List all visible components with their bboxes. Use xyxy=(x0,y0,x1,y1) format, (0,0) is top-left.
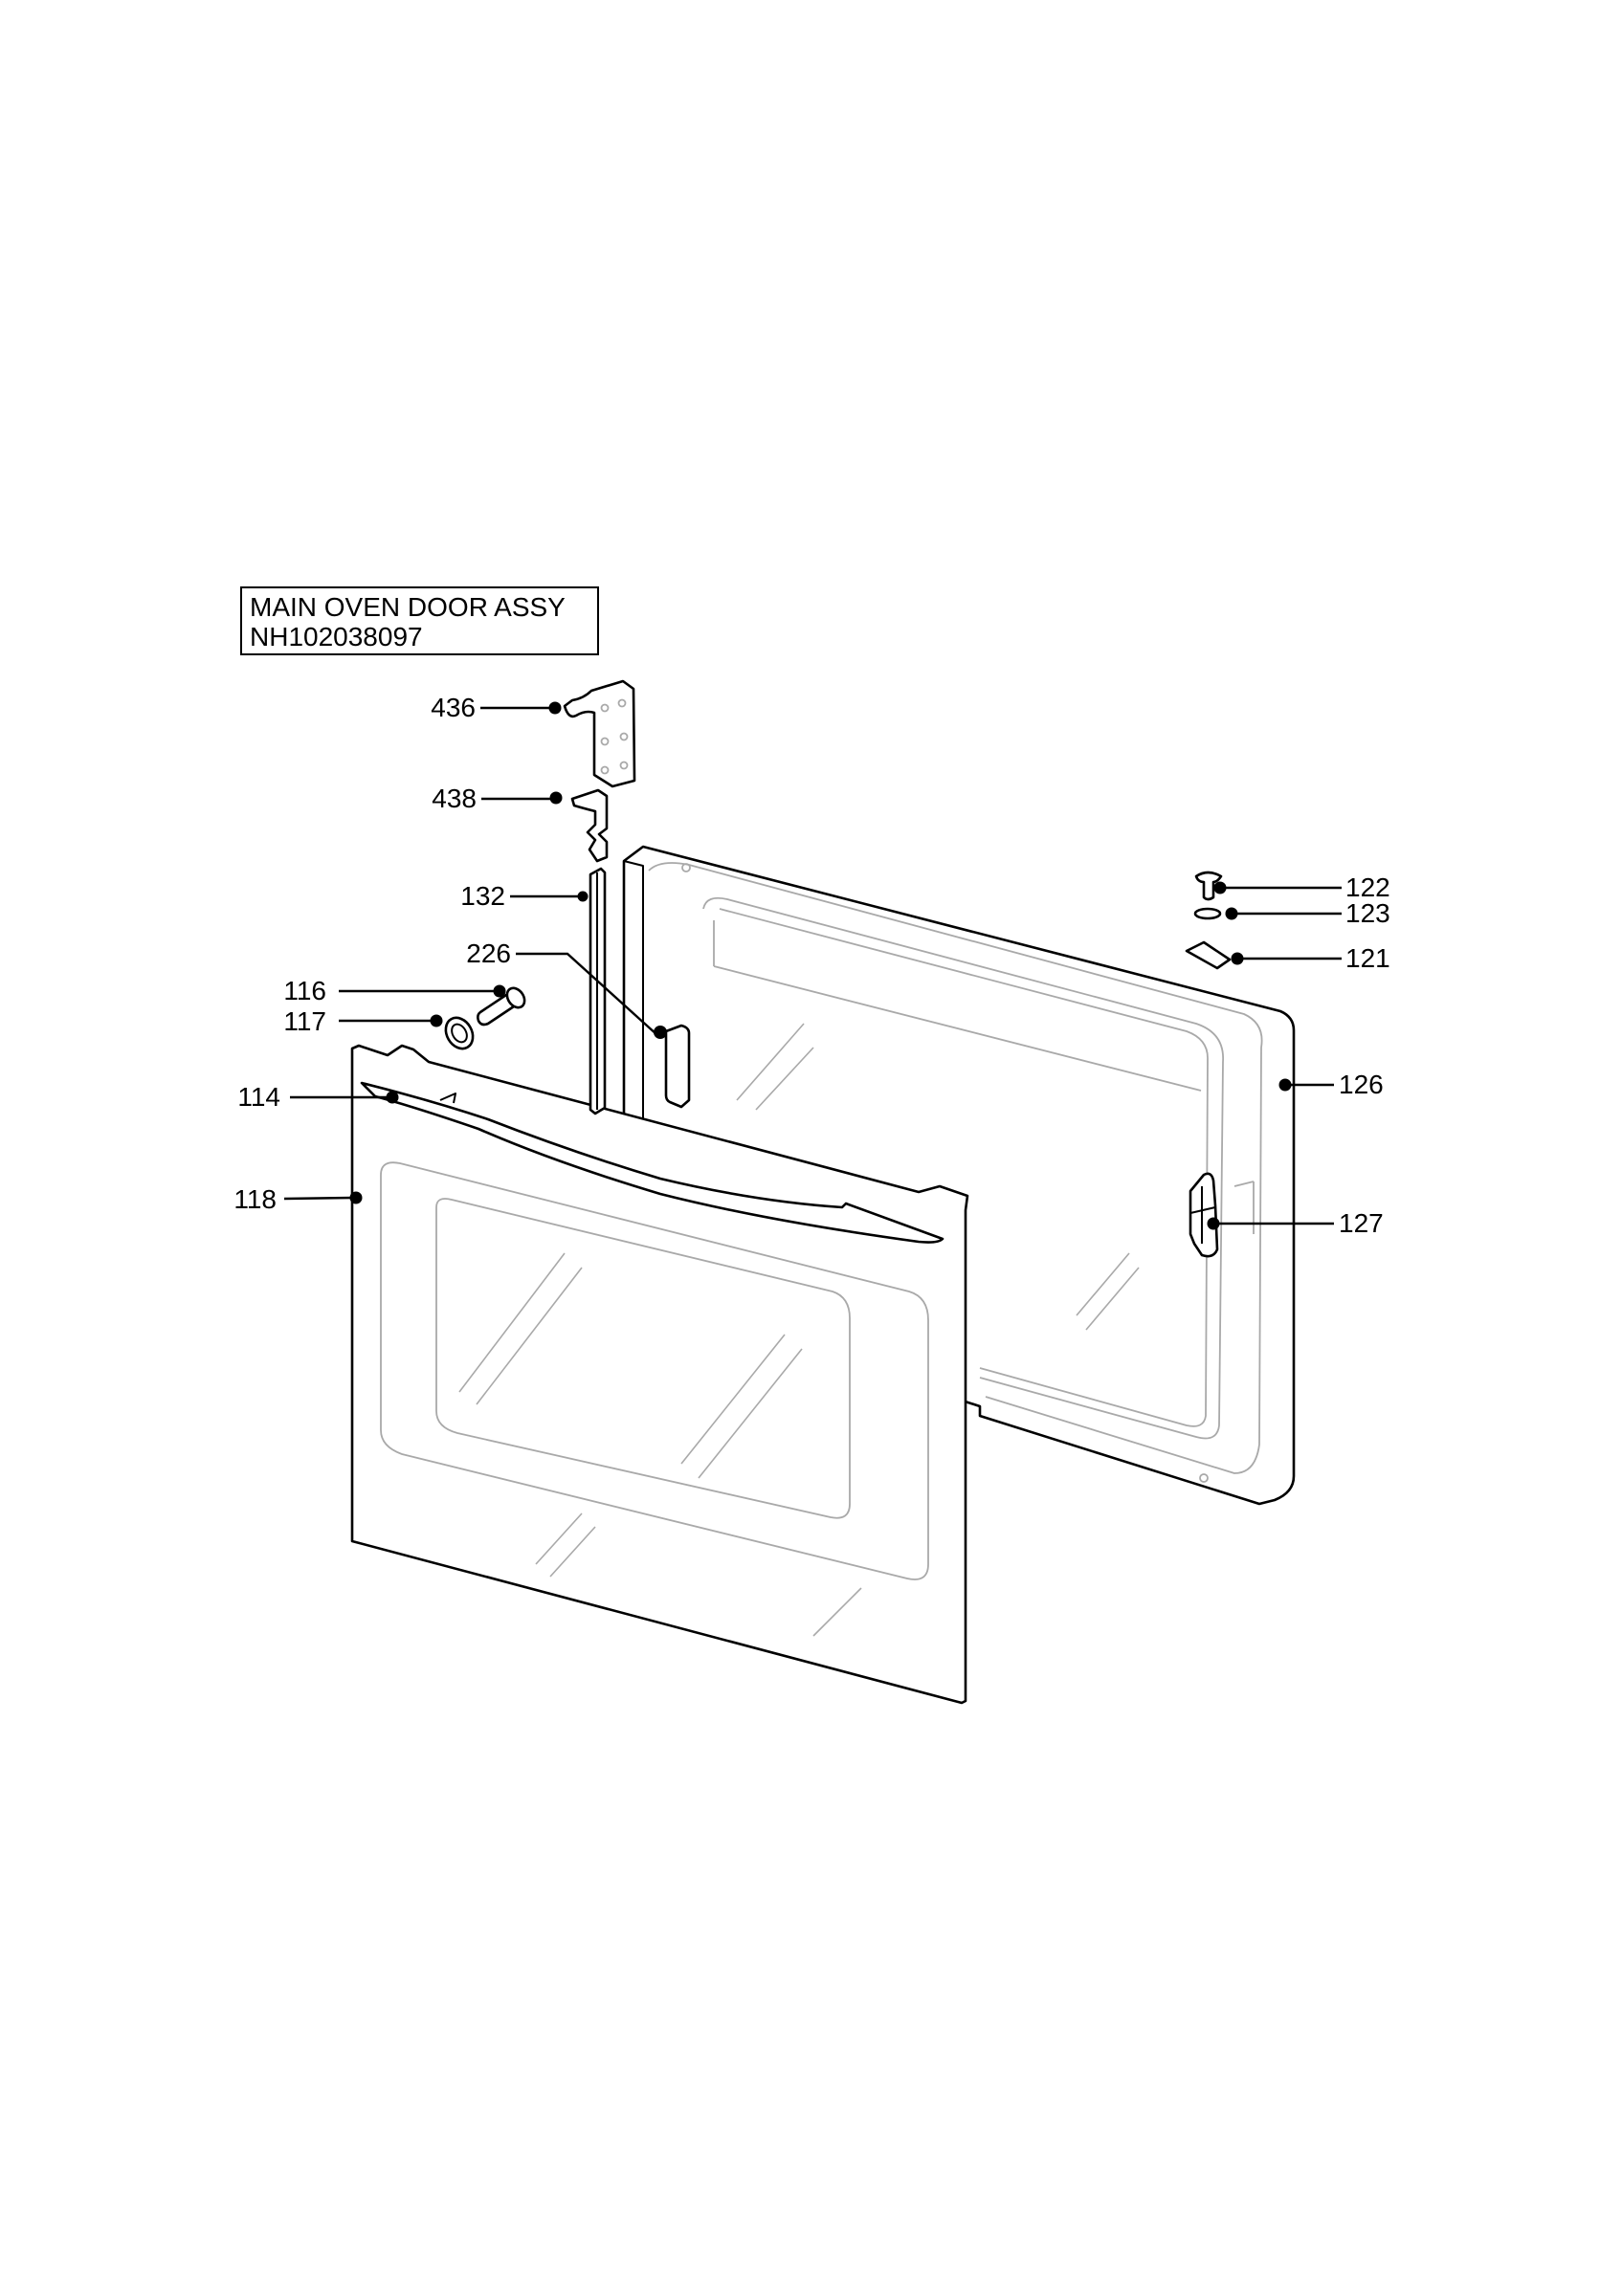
hinge-upper xyxy=(563,679,636,788)
callout-436: 436 xyxy=(431,693,476,722)
callout-121: 121 xyxy=(1345,943,1390,973)
callout-116: 116 xyxy=(283,976,326,1005)
screw xyxy=(477,986,526,1027)
callout-132: 132 xyxy=(460,881,505,911)
callout-127: 127 xyxy=(1339,1208,1384,1238)
washer xyxy=(444,1016,475,1050)
door-latch xyxy=(1189,1172,1219,1258)
side-spacer xyxy=(664,1024,691,1109)
callout-114: 114 xyxy=(237,1082,280,1112)
callout-117: 117 xyxy=(283,1006,326,1036)
hinge-lower xyxy=(570,788,609,863)
callout-126: 126 xyxy=(1339,1070,1384,1099)
clip xyxy=(1185,940,1232,970)
callout-labels: 436 438 132 226 116 117 114 118 122 123 … xyxy=(233,693,1389,1238)
seal-strip xyxy=(589,867,607,1115)
callout-438: 438 xyxy=(432,784,477,813)
callout-122: 122 xyxy=(1345,872,1390,902)
diagram-title: MAIN OVEN DOOR ASSY xyxy=(250,592,566,622)
door-handle xyxy=(360,1081,944,1244)
washer-small xyxy=(1193,907,1222,920)
callout-118: 118 xyxy=(233,1184,277,1214)
leaders xyxy=(283,701,1342,1230)
callout-123: 123 xyxy=(1345,898,1390,928)
callout-226: 226 xyxy=(466,938,511,968)
screw-small xyxy=(1194,871,1223,901)
title-box: MAIN OVEN DOOR ASSY NH102038097 xyxy=(240,586,599,655)
part-code: NH102038097 xyxy=(250,622,423,651)
